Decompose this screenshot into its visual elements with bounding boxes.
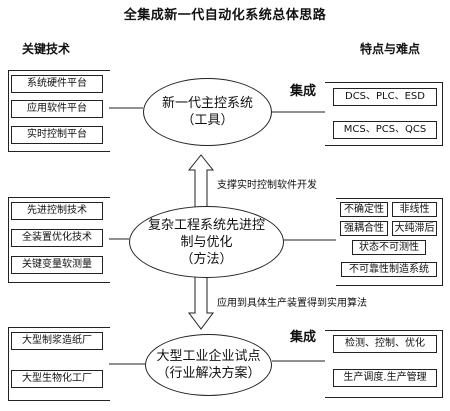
ellipse-advanced-control-line2: 制与优化 <box>180 234 233 250</box>
ellipse-industrial-pilot-line1: 大型工业企业试点 <box>156 349 261 364</box>
ellipse-advanced-control: 复杂工程系统先进控 制与优化 （方法） <box>129 206 284 278</box>
right-group-2-frame <box>336 198 443 286</box>
right-item-unmeasurable: 状态不可测性 <box>352 240 426 255</box>
arrow-up <box>187 154 215 212</box>
diagram-title: 全集成新一代自动化系统总体思路 <box>123 8 327 23</box>
arrow-up-label: 支撑实时控制软件开发 <box>217 180 317 191</box>
right-item-unreliable-manufacturing: 不可靠性制造系统 <box>341 262 437 277</box>
ellipse-control-system: 新一代主控系统 （工具） <box>143 78 272 146</box>
header-key-technologies: 关键技术 <box>22 42 71 56</box>
right-item-uncertainty: 不确定性 <box>340 202 388 217</box>
left-group-1-frame <box>8 70 110 152</box>
right-item-scheduling: 生产调度.生产管理 <box>333 369 437 387</box>
left-item-realtime: 实时控制平台 <box>11 126 103 144</box>
ellipse-industrial-pilot-line2: （行业解决方案） <box>156 366 261 381</box>
arrow-down <box>188 271 214 330</box>
left-item-hardware: 系统硬件平台 <box>11 75 103 93</box>
left-item-paper-mill: 大型制浆造纸厂 <box>11 332 103 350</box>
right-item-time-delay: 大纯滞后 <box>392 221 437 236</box>
right-item-coupling: 强耦合性 <box>340 221 388 236</box>
integration-label-top: 集成 <box>290 84 317 99</box>
left-item-app-software: 应用软件平台 <box>11 100 103 118</box>
left-item-advanced-control: 先进控制技术 <box>11 202 103 220</box>
right-group-3-frame <box>325 330 443 398</box>
integration-label-bottom: 集成 <box>290 330 317 345</box>
ellipse-control-system-line2: （工具） <box>181 113 234 128</box>
ellipse-advanced-control-line3: （方法） <box>180 251 233 267</box>
left-item-soft-sensing: 关键变量软测量 <box>11 256 103 274</box>
left-group-3-frame <box>8 327 110 401</box>
left-item-biochem-plant: 大型生物化工厂 <box>11 370 103 388</box>
right-item-dcs: DCS、PLC、ESD <box>333 88 437 106</box>
ellipse-industrial-pilot: 大型工业企业试点 （行业解决方案） <box>145 334 272 396</box>
arrow-down-label: 应用到具体生产装置得到实用算法 <box>217 298 367 309</box>
ellipse-advanced-control-line1: 复杂工程系统先进控 <box>147 217 265 233</box>
right-group-1-frame <box>325 82 443 146</box>
left-item-optimization: 全装置优化技术 <box>11 229 103 247</box>
ellipse-control-system-line1: 新一代主控系统 <box>161 96 253 111</box>
right-item-mcs: MCS、PCS、QCS <box>333 121 437 139</box>
right-item-detection-control: 检测、控制、优化 <box>333 335 437 353</box>
header-features-difficulties: 特点与难点 <box>360 42 421 56</box>
left-group-2-frame <box>8 197 110 283</box>
right-item-nonlinearity: 非线性 <box>392 202 437 217</box>
